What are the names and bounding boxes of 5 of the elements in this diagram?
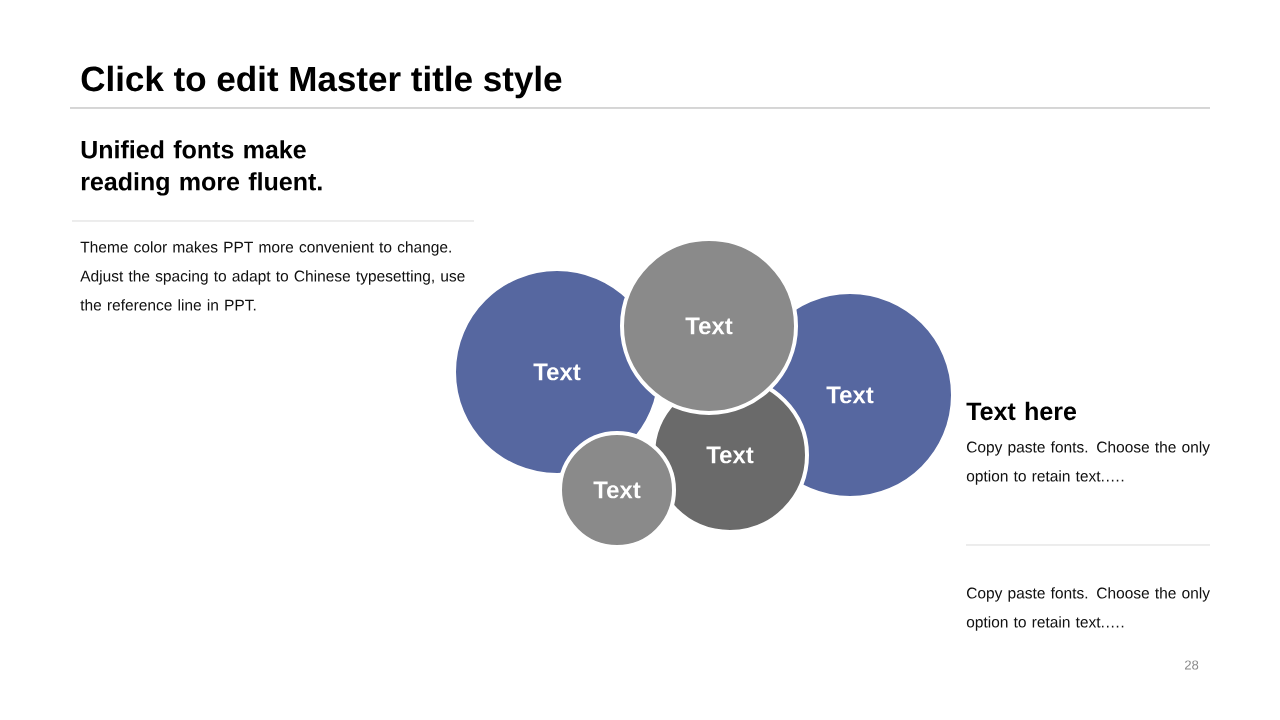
body-text: Copy paste fonts. Choose the only option to retain text.…. xyxy=(966,587,1210,631)
page-number: 28 xyxy=(1185,660,1199,670)
body-text: Copy paste fonts. Choose the only option to retain text.…. xyxy=(966,441,1210,485)
title: Click to edit Master title style xyxy=(81,65,562,99)
subheading: Unified fonts make reading more fluent. xyxy=(81,140,322,196)
